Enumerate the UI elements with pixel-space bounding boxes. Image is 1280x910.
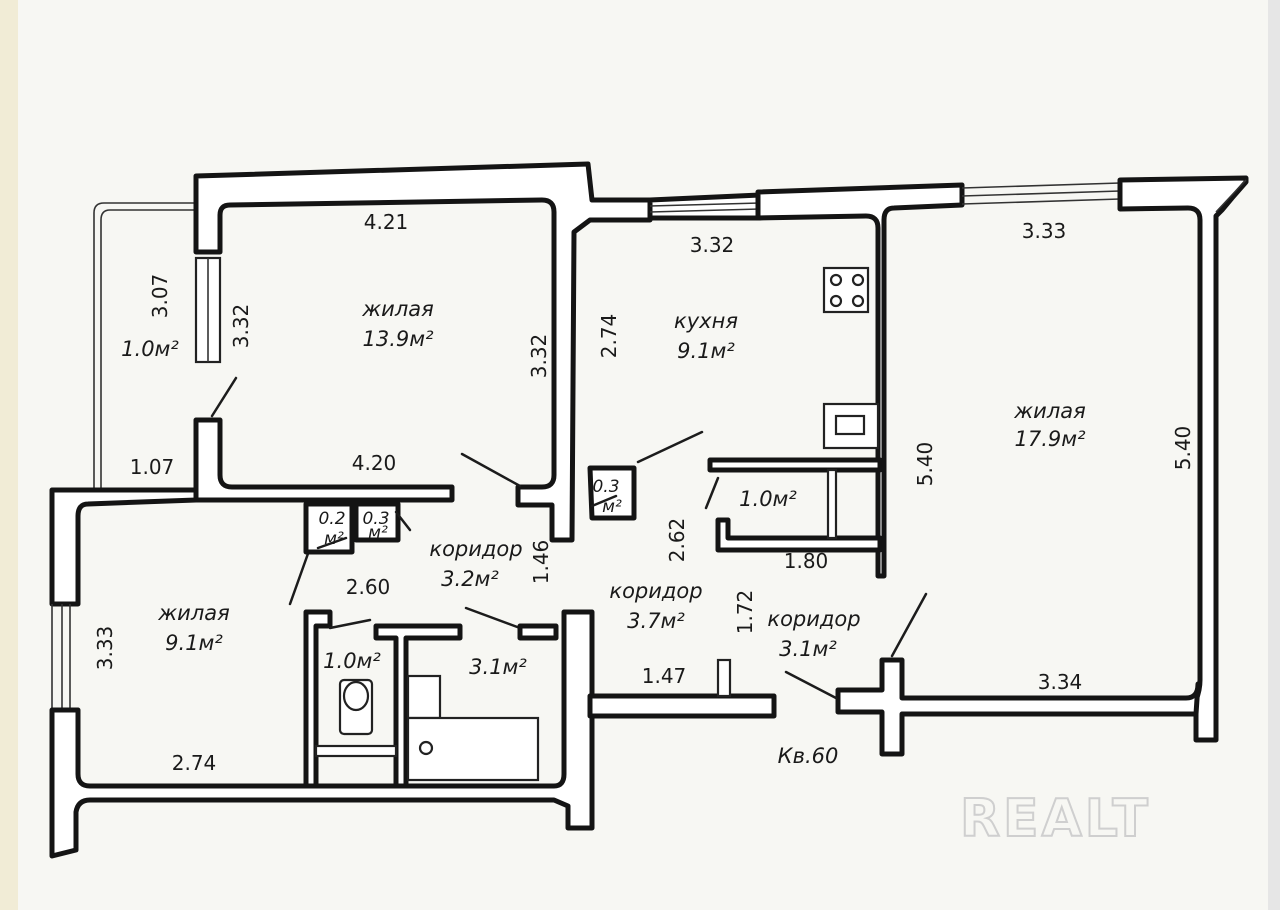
corridor-3-name: коридор [767,607,860,631]
closet-3 [353,501,401,543]
wc-area: 1.0м² [323,649,381,673]
kitchen-sink-basin [834,414,866,436]
kitchen-window [649,202,761,207]
living-2-corner-detail [1215,179,1247,213]
door-closet-2 [316,536,348,550]
kitchen-name: кухня [674,309,738,333]
stove-burner-4 [851,294,865,308]
bathtub-drain [418,740,434,756]
pantry-shelf [826,468,838,540]
corridor-1-name: коридор [429,537,522,561]
dim-1-72: 1.72 [733,590,757,635]
living-2-area: 17.9м² [1014,427,1086,451]
bath-sink [406,674,442,720]
toilet-bowl [342,680,370,712]
dim-1-80: 1.80 [784,549,829,573]
bedroom-1-wall-lower [193,417,455,503]
closet-2-unit: м² [324,529,344,549]
living-2-window-pane [961,190,1121,197]
paper-edge-right [1268,0,1280,910]
kitchen-window-left-jamb [647,192,763,221]
corridor-2-name: коридор [609,579,702,603]
dim-5-40-right: 5.40 [1171,426,1195,471]
dim-1-47: 1.47 [642,664,687,688]
door-closet-3 [394,510,412,532]
balcony-outline-inner [100,209,196,488]
apartment-label: Кв.60 [778,744,839,768]
stove-burner-1 [829,273,843,287]
closet-kitchen [587,465,637,521]
dim-2-74-kitchen: 2.74 [597,314,621,359]
bedroom-1-wall-upper [193,161,653,543]
closet-3-unit: м² [368,523,388,543]
dim-3-07: 3.07 [148,274,172,319]
closet-1-unit: м² [602,497,622,517]
door-pantry [704,476,720,510]
closet-2-value: 0.2 [318,509,345,529]
wc-left-wall [303,609,333,789]
living-2-name: жилая [1013,399,1086,423]
bedroom-3-wall-top [49,487,199,607]
living-3-area: 9.1м² [165,631,223,655]
bath-area: 3.1м² [469,655,527,679]
dim-3-34: 3.34 [1038,670,1083,694]
dim-2-74-bottom: 2.74 [172,751,217,775]
dim-3-32-left: 3.32 [229,304,253,349]
kitchen-window-2 [649,208,761,213]
door-kitchen [636,430,704,464]
door-bath [464,606,522,630]
door-wc [328,618,372,630]
living-3-name: жилая [157,601,230,625]
living-2-bottom-wall [835,657,1201,757]
dim-2-62: 2.62 [665,518,689,563]
bath-door-jamb [517,623,559,641]
pantry-top-wall [707,457,883,473]
closet-3-value: 0.3 [362,509,389,529]
corridor-3-area: 3.1м² [779,637,837,661]
dim-1-07: 1.07 [130,455,175,479]
corridor-2-area: 3.7м² [627,609,685,633]
corridor-wall-bottom [587,693,777,719]
bedroom-3-wall-bottom [49,609,595,859]
dim-3-32-kitchen: 3.32 [690,233,735,257]
dim-3-32-right: 3.32 [527,334,551,379]
door-bedroom-3 [288,546,312,606]
dim-3-33-left: 3.33 [93,626,117,671]
door-closet-kitchen [590,494,618,508]
living-2-window [961,182,1121,189]
realt-watermark: REALT [960,789,1151,849]
balcony-outline [93,202,196,488]
stove-burner-3 [829,294,843,308]
paper-edge-left [0,0,18,910]
kitchen-right-wall [755,182,965,579]
closet-1-value: 0.3 [592,477,619,497]
dim-4-20: 4.20 [352,451,397,475]
corridor-door-1 [460,452,522,488]
dim-4-21: 4.21 [364,210,409,234]
door-bedroom-1 [210,376,238,418]
dim-5-40-left: 5.40 [913,442,937,487]
bathtub [406,716,540,782]
kitchen-area: 9.1м² [677,339,735,363]
corridor-partition [716,658,732,698]
entrance-door [784,670,838,700]
dim-3-33-top: 3.33 [1022,219,1067,243]
pantry-area: 1.0м² [739,487,797,511]
balcony-area: 1.0м² [121,337,179,361]
door-living-2 [890,592,928,658]
corridor-1-area: 3.2м² [441,567,499,591]
pantry-bottom-wall [715,517,883,553]
stove-burner-2 [851,273,865,287]
dim-2-60: 2.60 [346,575,391,599]
wc-shelf [314,744,398,758]
living-1-area: 13.9м² [362,327,434,351]
dim-1-46: 1.46 [529,540,553,585]
living-1-name: жилая [361,297,434,321]
living-2-window-pane-2 [961,198,1121,205]
